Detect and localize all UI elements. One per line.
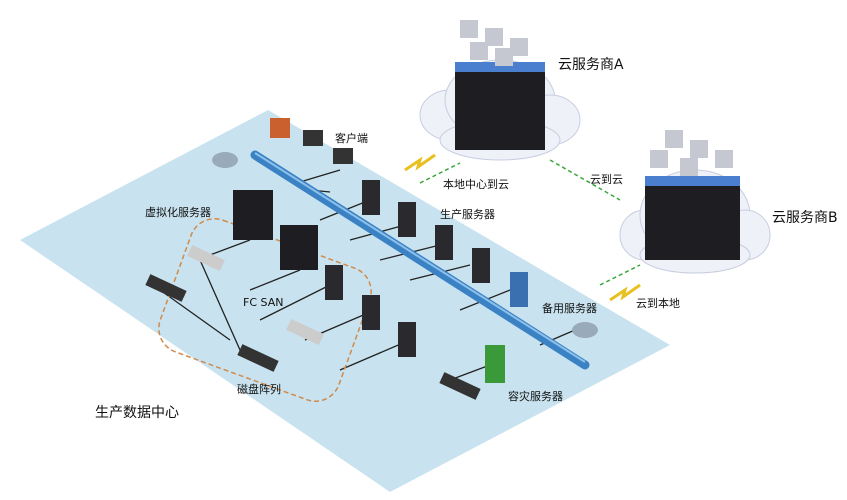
fc-san-boundary <box>158 218 372 402</box>
label-dr-servers: 容灾服务器 <box>508 390 563 403</box>
label-cloud-a: 云服务商A <box>558 57 624 73</box>
cloud-a-servers <box>455 20 545 150</box>
label-backup-servers: 备用服务器 <box>542 302 597 315</box>
label-client: 客户端 <box>335 132 368 145</box>
label-production-servers: 生产服务器 <box>440 208 495 221</box>
client-pc-icon <box>303 130 323 146</box>
firewall-icon <box>270 118 290 138</box>
lightning-icon <box>609 283 641 302</box>
network-backbone-pipe <box>250 150 590 370</box>
label-disk-array: 磁盘阵列 <box>237 383 281 396</box>
router-icon <box>212 152 238 168</box>
disk-array <box>145 274 187 302</box>
label-cloud-to-cloud: 云到云 <box>590 173 623 186</box>
label-datacenter: 生产数据中心 <box>95 405 179 421</box>
label-cloud-to-local: 云到本地 <box>636 297 680 310</box>
datacenter-platform <box>20 110 670 492</box>
label-local-to-cloud: 本地中心到云 <box>443 178 509 191</box>
cloud-links <box>419 159 641 286</box>
virtual-server-rack <box>233 190 273 240</box>
backup-server <box>510 272 528 307</box>
cloud-b-servers <box>645 130 740 260</box>
label-fc-san: FC SAN <box>243 296 284 309</box>
label-cloud-b: 云服务商B <box>772 210 838 226</box>
lightning-icon <box>404 153 436 172</box>
datacenter-devices <box>145 118 598 400</box>
label-virtual-servers: 虚拟化服务器 <box>145 206 211 219</box>
dr-server <box>485 345 505 383</box>
